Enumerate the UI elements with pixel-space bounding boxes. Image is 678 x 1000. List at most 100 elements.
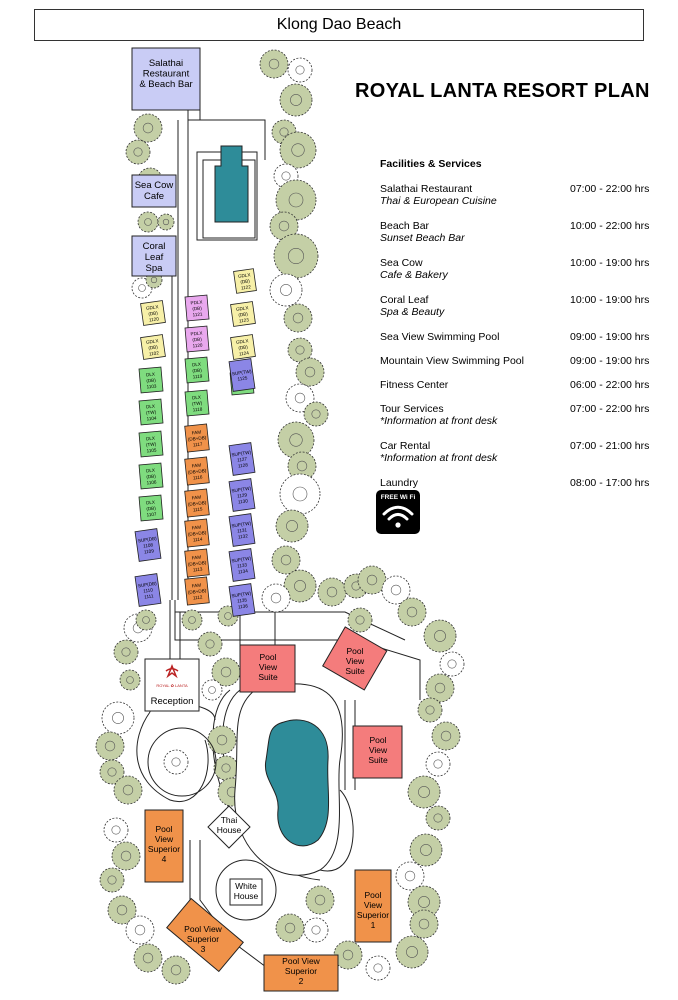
room-label: FAM: [191, 525, 201, 531]
page-title: ROYAL LANTA RESORT PLAN: [355, 80, 650, 102]
room-label: 1128: [238, 462, 249, 468]
tree-icon: [261, 583, 291, 613]
room-label: 1129: [237, 492, 248, 498]
room-layer: GDLX(DB)1122GDLX(DB)1123GDLX(DB)1124GDLX…: [134, 268, 257, 617]
tree-icon: [425, 673, 455, 703]
room-label: 1125: [237, 375, 248, 381]
tree-icon: [317, 577, 347, 607]
tree-icon: [103, 817, 129, 843]
wifi-icon: [382, 505, 414, 528]
tree-icon: [347, 607, 373, 633]
room-label: GDLX: [146, 304, 159, 311]
room-label: (DB): [238, 311, 249, 317]
facility-title: Tour Services: [380, 403, 444, 415]
mountain-view-pool: [264, 719, 330, 847]
room-label: (DB+DB): [188, 435, 207, 442]
room-label: (DB+DB): [188, 588, 207, 595]
tree-icon: [417, 697, 443, 723]
tree-icon: [283, 303, 313, 333]
pool-view-suite-3: [352, 725, 403, 779]
room-gdlx-4: GDLX(DB)1102: [140, 334, 166, 360]
facilities-list: Facilities & Services Salathai Restauran…: [380, 158, 660, 501]
facility-subtitle: Thai & European Cuisine: [380, 195, 497, 207]
pool-view-superior-3: [166, 897, 244, 973]
tree-icon: [395, 935, 429, 969]
room-fam-5: FAM(DB+DB)1112: [184, 576, 210, 606]
seacow-building: [131, 174, 177, 208]
facility-hours: 10:00 - 19:00 hrs: [570, 294, 650, 306]
facility-subtitle: Sunset Beach Bar: [380, 232, 465, 244]
room-label: 1107: [146, 512, 157, 518]
room-box: [140, 334, 166, 360]
room-label: 1116: [193, 474, 203, 480]
tree-icon: [113, 775, 143, 805]
tree-icon: [279, 83, 313, 117]
tree-icon: [381, 575, 411, 605]
room-label: 1109: [144, 548, 155, 554]
room-label: 1136: [238, 603, 249, 609]
room-dlx-2: DLX(DB)1103: [138, 366, 164, 394]
room-label: PDLX: [190, 300, 202, 306]
tree-icon: [287, 337, 313, 363]
facility-hours: 07:00 - 21:00 hrs: [570, 440, 650, 452]
room-label: 1110: [143, 587, 154, 593]
tree-icon: [181, 609, 203, 631]
tree-icon: [99, 867, 125, 893]
room-box: [184, 325, 210, 353]
room-fam-2: FAM(DB+DB)1115: [184, 488, 210, 518]
room-box: [184, 576, 210, 606]
tree-icon: [273, 233, 319, 279]
room-label: (TW): [146, 442, 157, 448]
tree-icon: [137, 211, 159, 233]
room-label: 1122: [241, 284, 252, 290]
tree-icon: [197, 631, 223, 657]
facility-hours: 07:00 - 22:00 hrs: [570, 183, 650, 195]
tree-icon: [271, 545, 301, 575]
tree-icon: [303, 917, 329, 943]
room-label: DLX: [146, 404, 155, 410]
room-label: 1133: [237, 562, 248, 568]
room-box: [184, 488, 210, 518]
room-label: SUP(TW): [232, 369, 253, 377]
tree-icon: [125, 139, 151, 165]
tree-icon: [409, 833, 443, 867]
tree-icon: [107, 895, 137, 925]
room-label: (DB): [148, 310, 159, 316]
room-label: SUP(DB): [138, 536, 158, 544]
free-wifi-badge: FREE Wi Fi: [376, 490, 420, 534]
room-label: 1131: [237, 527, 248, 533]
room-pdlx-1: PDLX(DB)1120: [184, 325, 210, 353]
room-fam-0: FAM(DB+DB)1117: [184, 423, 210, 453]
facility-hours: 07:00 - 22:00 hrs: [570, 403, 650, 415]
tree-icon: [207, 725, 237, 755]
room-label: (TW): [146, 410, 157, 416]
room-label: GDLX: [238, 272, 251, 279]
room-label: 1106: [146, 480, 157, 486]
facility-name: Mountain View Swimming Pool: [380, 355, 550, 367]
tree-icon: [213, 755, 239, 781]
royal-lanta-logo-icon: [165, 663, 179, 679]
room-label: (DB): [192, 337, 202, 343]
tree-icon: [357, 565, 387, 595]
tree-icon: [277, 421, 315, 459]
room-box: [228, 442, 256, 476]
facility-title: Car Rental: [380, 440, 431, 452]
facility-title: Sea View Swimming Pool: [380, 331, 500, 343]
room-box: [230, 334, 256, 360]
tree-icon: [285, 383, 315, 413]
room-dlx-4: DLX(TW)1105: [138, 430, 164, 458]
tree-icon: [161, 955, 191, 985]
tree-icon: [287, 57, 313, 83]
room-label: 1105: [146, 448, 157, 454]
room-label: DLX: [146, 372, 155, 378]
